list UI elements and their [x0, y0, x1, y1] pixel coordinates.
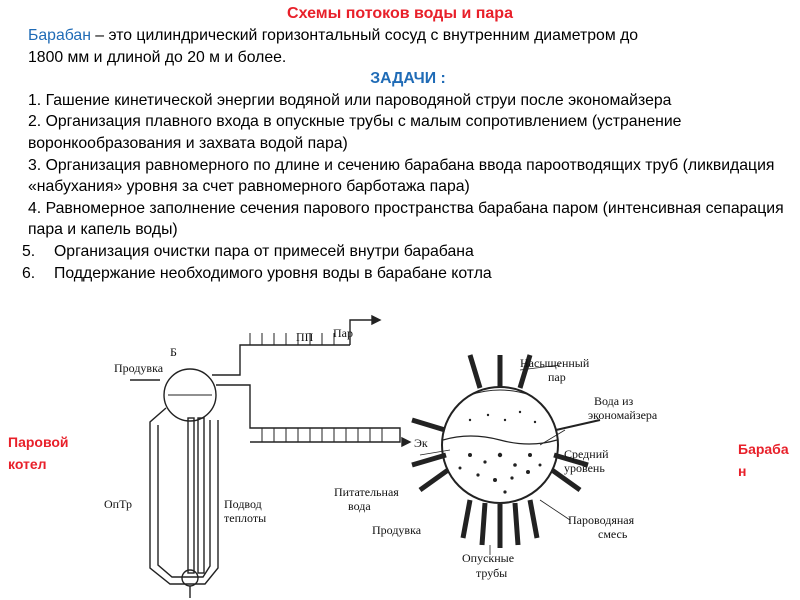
list-item-6: 6. Поддержание необходимого уровня воды …: [22, 263, 788, 285]
economizer-inlet: [555, 419, 601, 431]
label-sredny-1: Средний: [564, 447, 609, 461]
slide-title: Схемы потоков воды и пара: [0, 5, 800, 22]
arrow-economizer: [401, 436, 412, 448]
label-pitatelnaya-2: вода: [348, 499, 371, 513]
downcomer-tubes: [460, 499, 540, 548]
side-label-left: Паровой котел: [8, 431, 69, 475]
drum-water-level: [442, 435, 558, 445]
label-par-top: Пар: [333, 326, 353, 340]
label-b: Б: [170, 345, 177, 359]
slide-body: Барабан – это цилиндрический горизонталь…: [22, 25, 788, 284]
downcomer-loop-inner: [157, 420, 211, 578]
riser-tube: [187, 417, 195, 574]
task-3: 3. Организация равномерного по длине и с…: [28, 155, 788, 198]
label-voda-iz-2: экономайзера: [588, 408, 658, 422]
task-num: 1.: [28, 91, 42, 109]
task-text: Организация равномерного по длине и сече…: [28, 156, 775, 196]
task-4: 4. Равномерное заполнение сечения парово…: [28, 198, 788, 241]
label-pp: ПП: [296, 330, 314, 344]
label-sredny-2: уровень: [564, 461, 605, 475]
label-podvod-2: теплоты: [224, 511, 266, 525]
leader-lines: [419, 364, 571, 555]
label-nasyshchenny-1: Насыщенный: [520, 356, 590, 370]
steam-outlets: [467, 354, 533, 389]
definition: Барабан – это цилиндрический горизонталь…: [28, 25, 788, 47]
steam-bubbles: [458, 410, 542, 494]
list-text: Поддержание необходимого уровня воды в б…: [54, 264, 492, 282]
downcomer-loop: [149, 407, 219, 585]
task-num: 4.: [28, 199, 42, 217]
list-text: Организация очистки пара от примесей вну…: [54, 242, 474, 260]
label-podvod-1: Подвод: [224, 497, 262, 511]
label-parovodyanaya-1: Пароводяная: [568, 513, 635, 527]
label-nasyshchenny-2: пар: [548, 370, 566, 384]
task-text: Гашение кинетической энергии водяной или…: [41, 91, 672, 109]
economizer-coil: [261, 428, 383, 442]
list-item-5: 5. Организация очистки пара от примесей …: [22, 241, 788, 263]
task-1: 1. Гашение кинетической энергии водяной …: [28, 90, 788, 112]
arrow-steam-out: [371, 314, 382, 326]
side-label-right-1: Бараба: [738, 441, 789, 457]
side-label-left-1: Паровой: [8, 434, 69, 450]
task-num: 2.: [28, 113, 42, 131]
label-parovodyanaya-2: смесь: [598, 527, 628, 541]
task-text: Организация плавного входа в опускные тр…: [28, 113, 682, 152]
label-opusknye-1: Опускные: [462, 551, 514, 565]
tasks-heading: ЗАДАЧИ :: [370, 70, 446, 88]
list-num: 5.: [22, 242, 36, 260]
riser-pipes: [411, 417, 589, 493]
drum-left-circle: [163, 368, 217, 422]
definition-term: Барабан: [28, 27, 91, 44]
side-label-right-2: н: [738, 463, 747, 479]
label-ek: Эк: [414, 436, 428, 450]
riser-tube-2: [197, 417, 205, 574]
definition-line-2: 1800 мм и длиной до 20 м и более.: [28, 48, 287, 66]
label-produvka-top: Продувка: [114, 361, 164, 375]
task-num: 3.: [28, 156, 42, 174]
separator-plate: [469, 389, 531, 396]
label-pitatelnaya-1: Питательная: [334, 485, 399, 499]
list-num: 6.: [22, 264, 36, 282]
label-voda-iz-1: Вода из: [594, 394, 634, 408]
superheater-coil: [249, 333, 335, 345]
side-label-right: Бараба н: [738, 438, 789, 482]
task-text: Равномерное заполнение сечения парового …: [28, 199, 784, 239]
side-label-left-2: котел: [8, 456, 47, 472]
steam-outlet: [349, 319, 372, 345]
economizer-pipe: [216, 384, 401, 443]
label-optr: ОпТр: [104, 497, 132, 511]
label-produvka: Продувка: [372, 523, 422, 537]
task-2: 2. Организация плавного входа в опускные…: [28, 111, 788, 154]
slide-title-text: Схемы потоков воды и пара: [287, 5, 513, 22]
definition-rest: – это цилиндрический горизонтальный сосу…: [90, 27, 639, 44]
steam-pipe: [212, 344, 350, 376]
label-opusknye-2: трубы: [476, 566, 507, 580]
